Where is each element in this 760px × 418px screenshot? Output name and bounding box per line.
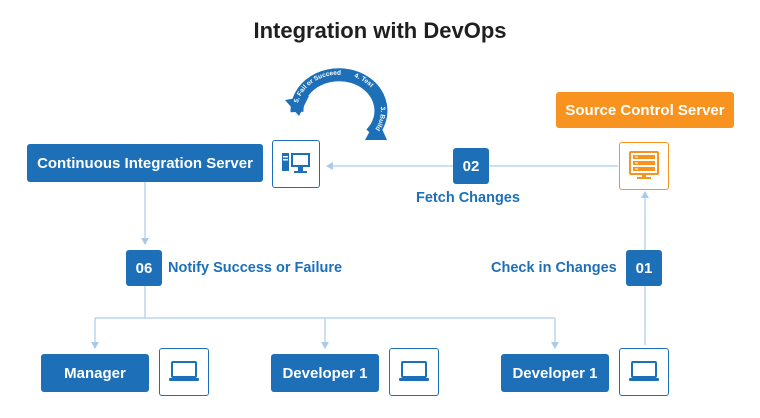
developer-box-b: Developer 1: [501, 354, 609, 392]
source-control-server-box: Source Control Server: [556, 92, 734, 128]
laptop-icon: [399, 361, 429, 381]
ci-server-label: Continuous Integration Server: [37, 154, 253, 172]
cycle-arrowhead-right: [365, 118, 387, 140]
diagram-title: Integration with DevOps: [253, 18, 507, 43]
laptop-icon: [629, 361, 659, 381]
developer-box-a: Developer 1: [271, 354, 379, 392]
laptop-icon: [169, 361, 199, 381]
developer-icon-box-b: [619, 348, 669, 396]
source-control-label: Source Control Server: [565, 101, 725, 119]
server-rack-icon: [629, 151, 659, 179]
cycle-arrowhead-top: [285, 96, 309, 116]
source-control-icon-box: [619, 142, 669, 190]
developer-icon-box-a: [389, 348, 439, 396]
manager-label: Manager: [64, 364, 126, 382]
ci-server-box: Continuous Integration Server: [27, 144, 263, 182]
step-06-badge: 06: [126, 250, 162, 286]
ci-server-icon-box: [272, 140, 320, 188]
desktop-computer-icon: [282, 153, 310, 173]
step-01-label: Check in Changes: [491, 260, 617, 276]
step-01-badge: 01: [626, 250, 662, 286]
cycle-ring: [290, 68, 388, 139]
manager-icon-box: [159, 348, 209, 396]
manager-box: Manager: [41, 354, 149, 392]
developer-label-b: Developer 1: [512, 364, 598, 382]
developer-label-a: Developer 1: [282, 364, 368, 382]
step-02-label: Fetch Changes: [416, 190, 520, 206]
step-02-badge: 02: [453, 148, 489, 184]
build-test-cycle: 5. Fail or Succeed 4. Test 3. Build: [285, 68, 388, 140]
step-06-label: Notify Success or Failure: [168, 260, 343, 276]
